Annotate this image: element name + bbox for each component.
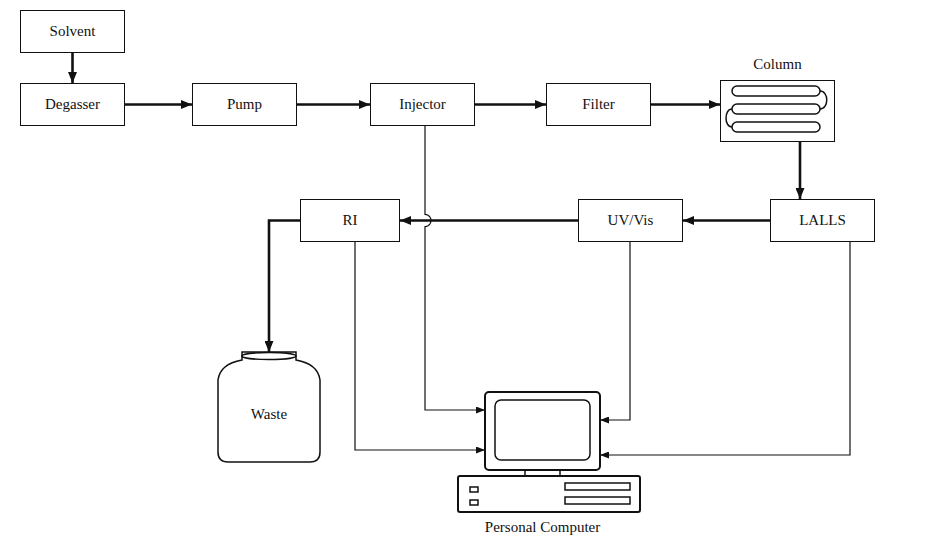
process-box: Filter — [546, 83, 651, 126]
indicator-light — [470, 487, 478, 492]
flow-arrow — [125, 103, 192, 106]
signal-line — [355, 242, 485, 450]
detector-box: UV/Vis — [578, 199, 683, 242]
node-label: UV/Vis — [608, 212, 654, 229]
node-label: RI — [343, 212, 358, 229]
column-tube — [732, 86, 820, 96]
process-box: Pump — [192, 83, 297, 126]
signal-line — [600, 242, 850, 455]
node-label: Degasser — [45, 96, 100, 113]
node-label: Pump — [227, 96, 262, 113]
process-box: Injector — [370, 83, 475, 126]
process-box: Degasser — [20, 83, 125, 126]
node-heading: Personal Computer — [485, 519, 600, 536]
indicator-light — [470, 500, 478, 505]
node-label: Injector — [399, 96, 446, 113]
flow-arrow — [799, 142, 802, 199]
column-box: Column — [720, 80, 835, 142]
node-label: Waste — [251, 406, 287, 423]
flow-arrow — [269, 221, 300, 353]
flow-arrow — [683, 219, 770, 222]
flow-arrow — [71, 53, 74, 83]
computer-base — [458, 476, 640, 512]
monitor-screen — [495, 400, 590, 460]
column-tube — [732, 104, 820, 114]
drive-slot — [565, 483, 630, 490]
column-bend — [726, 109, 732, 127]
column-bend — [820, 91, 827, 109]
node-label: Solvent — [50, 23, 96, 40]
waste-node: Waste — [218, 352, 320, 464]
monitor-case — [485, 392, 600, 470]
detector-box: LALLS — [770, 199, 875, 242]
computer-node: Personal Computer — [485, 392, 600, 470]
column-tube — [732, 122, 820, 132]
detector-box: RI — [300, 199, 400, 242]
process-box: Solvent — [20, 10, 125, 53]
waste-jar — [218, 352, 320, 462]
flow-arrow — [651, 103, 720, 106]
node-heading: Column — [753, 56, 801, 73]
flow-arrow — [400, 219, 578, 222]
node-label: LALLS — [799, 212, 846, 229]
signal-line — [600, 242, 630, 420]
flow-arrow — [297, 103, 370, 106]
drive-slot — [565, 497, 630, 504]
flow-arrow — [475, 103, 546, 106]
signal-line — [425, 126, 485, 410]
jar-mouth — [242, 353, 296, 360]
node-label: Filter — [582, 96, 615, 113]
